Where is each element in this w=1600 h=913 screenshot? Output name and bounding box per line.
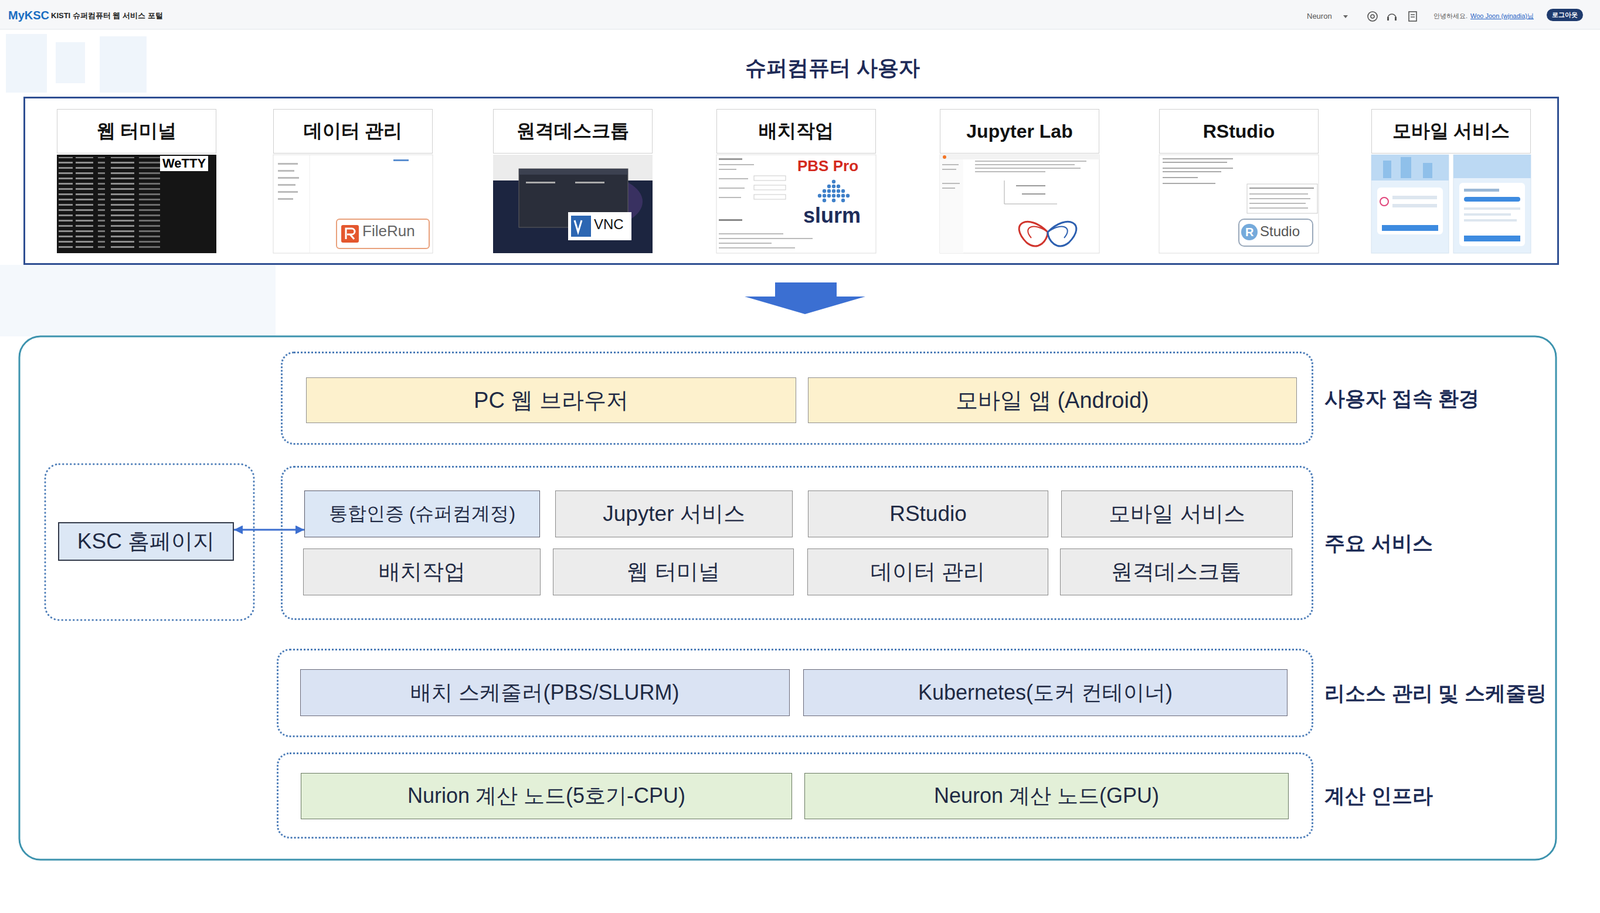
service-box: 웹 터미널 [552, 548, 794, 596]
vnc-screenshot [493, 154, 653, 254]
service-box: 배치작업 [303, 548, 541, 596]
tool-card: 데이터 관리 FileRun [273, 109, 433, 254]
background-decoration [0, 34, 276, 337]
box-label: KSC 홈페이지 [77, 527, 215, 557]
top-bar [0, 0, 1600, 30]
mobile-screenshot [1371, 154, 1531, 254]
box-label: PC 웹 브라우저 [473, 385, 629, 416]
box-label: RStudio [889, 501, 967, 527]
layer-group: 사용자 접속 환경PC 웹 브라우저모바일 앱 (Android) [280, 351, 1314, 445]
tool-card: Jupyter Lab [939, 109, 1100, 254]
card-title: Jupyter Lab [939, 109, 1100, 154]
tool-card: RStudioRStudio [1159, 109, 1319, 254]
card-title: 모바일 서비스 [1371, 109, 1531, 154]
group-label: 주요 서비스 [1324, 531, 1433, 556]
panel-title: 슈퍼컴퓨터 사용자 [745, 55, 920, 81]
tool-card: 웹 터미널WeTTY [56, 109, 217, 254]
box-label: Jupyter 서비스 [602, 499, 746, 529]
logout-button: 로그아웃 [1546, 8, 1583, 22]
greeting-text: 안녕하세요. [1433, 12, 1468, 20]
filerun-screenshot [273, 154, 433, 254]
service-box: 모바일 서비스 [1061, 490, 1293, 538]
system-frame [19, 336, 1557, 861]
service-box: 원격데스크톱 [1060, 548, 1293, 596]
batch-screenshot [716, 154, 876, 254]
access-box: PC 웹 브라우저 [306, 377, 797, 424]
terminal-screenshot [56, 154, 217, 254]
service-box: Jupyter 서비스 [555, 490, 793, 538]
bidirectional-arrow [233, 529, 305, 532]
compute-box: Neuron 계산 노드(GPU) [804, 773, 1289, 820]
box-label: 데이터 관리 [870, 557, 985, 587]
portal-name: KISTI 슈퍼컴퓨터 웹 서비스 포털 [51, 11, 163, 21]
portal-logo: MyKSC [8, 8, 50, 23]
auth-box: 통합인증 (슈퍼컴계정) [304, 490, 540, 538]
slurm-logo: slurm [803, 202, 861, 229]
group-label: 계산 인프라 [1324, 783, 1433, 809]
card-title: 원격데스크톱 [493, 109, 653, 154]
user-link: Woo Joon (wjnadia)님 [1470, 12, 1534, 20]
group-label: 리소스 관리 및 스케줄링 [1324, 681, 1547, 706]
layer-group: 리소스 관리 및 스케줄링배치 스케줄러(PBS/SLURM)Kubernete… [276, 649, 1314, 738]
user-tools-panel: 슈퍼컴퓨터 사용자웹 터미널WeTTY데이터 관리FileRun원격데스크톱VN… [23, 96, 1559, 266]
card-title: 웹 터미널 [56, 109, 217, 154]
compute-box: Nurion 계산 노드(5호기-CPU) [300, 773, 793, 820]
tool-card: 모바일 서비스 [1371, 109, 1531, 254]
box-label: 모바일 서비스 [1108, 499, 1245, 529]
box-label: 배치작업 [378, 557, 466, 587]
rstudio-logo-mark: R [1245, 225, 1254, 240]
homepage-box: KSC 홈페이지 [58, 522, 234, 562]
tool-card: 배치작업 PBS Pro slurm [716, 109, 876, 254]
layer-group: 계산 인프라Nurion 계산 노드(5호기-CPU)Neuron 계산 노드(… [276, 752, 1314, 839]
scheduler-box: 배치 스케줄러(PBS/SLURM) [300, 669, 790, 717]
jupyter-screenshot [939, 154, 1100, 254]
vnc-logo: VNC [593, 216, 624, 234]
box-label: Nurion 계산 노드(5호기-CPU) [407, 782, 686, 811]
flow-arrow [744, 282, 866, 315]
homepage-group [45, 464, 254, 621]
tool-card: 원격데스크톱 VNC [493, 109, 653, 254]
box-label: 모바일 앱 (Android) [955, 385, 1149, 416]
card-title: RStudio [1159, 109, 1319, 154]
service-box: RStudio [807, 490, 1049, 538]
scheduler-box: Kubernetes(도커 컨테이너) [803, 669, 1288, 717]
service-box: 데이터 관리 [807, 548, 1049, 596]
pbs-logo: PBS Pro [797, 157, 859, 176]
group-label: 사용자 접속 환경 [1324, 386, 1480, 411]
card-title: 배치작업 [716, 109, 876, 154]
rstudio-screenshot [1159, 154, 1319, 254]
cluster-select: Neuron [1306, 11, 1333, 22]
filerun-logo: FileRun [362, 222, 416, 241]
layer-group: 주요 서비스통합인증 (슈퍼컴계정)Jupyter 서비스RStudio모바일 … [280, 466, 1314, 621]
box-label: 원격데스크톱 [1111, 557, 1242, 587]
card-title: 데이터 관리 [273, 109, 433, 154]
box-label: Kubernetes(도커 컨테이너) [918, 678, 1173, 708]
box-label: 배치 스케줄러(PBS/SLURM) [410, 678, 679, 708]
access-box: 모바일 앱 (Android) [807, 377, 1297, 424]
wetty-logo: WeTTY [160, 155, 209, 172]
rstudio-logo: Studio [1259, 223, 1300, 241]
box-label: 통합인증 (슈퍼컴계정) [328, 501, 516, 528]
box-label: 웹 터미널 [626, 557, 720, 587]
box-label: Neuron 계산 노드(GPU) [933, 782, 1160, 811]
